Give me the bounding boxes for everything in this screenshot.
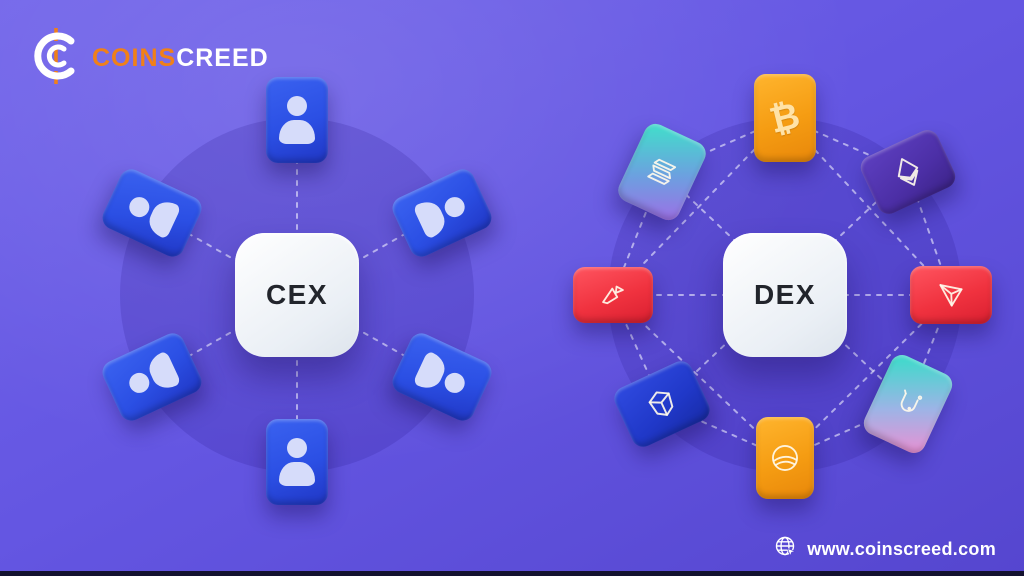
terra-tile bbox=[756, 417, 814, 499]
coin-c-dollar-icon bbox=[30, 26, 82, 91]
bitcoin-tile: ₿ bbox=[754, 74, 816, 162]
avalanche-tile bbox=[573, 267, 653, 323]
website-url: www.coinscreed.com bbox=[807, 539, 996, 559]
tron-icon bbox=[939, 284, 963, 307]
terra-icon bbox=[772, 445, 798, 471]
uniswap-tile bbox=[859, 351, 957, 457]
dex-label: DEX bbox=[753, 279, 817, 310]
user-icon bbox=[412, 187, 472, 240]
user-icon bbox=[123, 187, 182, 240]
logo-text-coins: COINS bbox=[92, 44, 177, 72]
solana-icon bbox=[647, 158, 677, 185]
gem-icon bbox=[648, 391, 674, 416]
tron-tile bbox=[910, 266, 992, 324]
user-tile-bottom bbox=[266, 419, 328, 505]
logo-wordmark: COINSCREED bbox=[92, 44, 269, 73]
user-icon bbox=[279, 438, 315, 486]
gem-token-tile bbox=[610, 357, 714, 451]
user-tile-top bbox=[266, 77, 328, 163]
user-icon bbox=[123, 350, 182, 404]
website-footer: www.coinscreed.com bbox=[774, 535, 996, 564]
user-icon bbox=[412, 350, 472, 404]
ethereum-tile bbox=[856, 126, 960, 218]
bottom-strip bbox=[0, 571, 1024, 576]
cex-label: CEX bbox=[265, 279, 329, 310]
bitcoin-icon: ₿ bbox=[765, 94, 805, 141]
ethereum-icon bbox=[897, 158, 919, 186]
solana-tile bbox=[614, 119, 710, 225]
coinscreed-logo: COINSCREED bbox=[30, 26, 269, 91]
logo-text-creed: CREED bbox=[176, 44, 269, 72]
uniswap-icon bbox=[900, 389, 923, 412]
cex-card: CEX bbox=[235, 233, 359, 357]
globe-cursor-icon bbox=[774, 535, 798, 564]
user-icon bbox=[279, 96, 315, 144]
dex-card: DEX bbox=[723, 233, 847, 357]
avalanche-icon bbox=[602, 285, 624, 305]
